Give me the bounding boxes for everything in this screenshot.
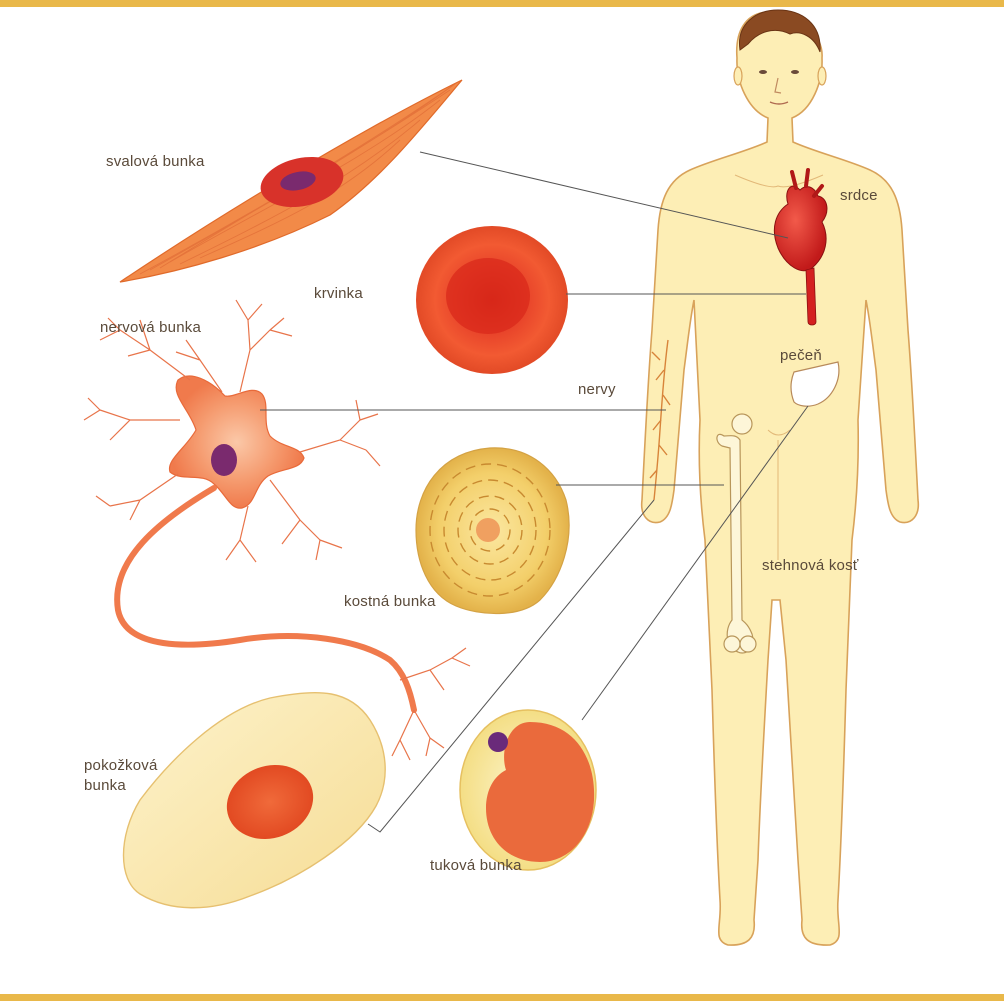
label-nerve-cell: nervová bunka bbox=[100, 318, 201, 338]
label-fat-cell: tuková bunka bbox=[430, 856, 522, 876]
label-heart: srdce bbox=[840, 186, 878, 206]
label-liver: pečeň bbox=[780, 346, 822, 366]
epidermal-cell-icon bbox=[124, 693, 386, 908]
adipocyte-icon bbox=[460, 710, 596, 870]
spindle-muscle-cell-icon bbox=[120, 80, 462, 282]
label-muscle-cell: svalová bunka bbox=[106, 152, 205, 172]
label-nerves: nervy bbox=[578, 380, 616, 400]
label-blood-cell: krvinka bbox=[314, 284, 363, 304]
human-body-icon bbox=[642, 10, 919, 945]
label-femur: stehnová kosť bbox=[762, 556, 859, 576]
osteocyte-icon bbox=[416, 448, 569, 614]
red-blood-cell-icon bbox=[416, 226, 568, 374]
label-skin-cell: pokožková bunka bbox=[84, 756, 158, 796]
label-bone-cell: kostná bunka bbox=[344, 592, 436, 612]
neuron-icon bbox=[84, 300, 470, 760]
